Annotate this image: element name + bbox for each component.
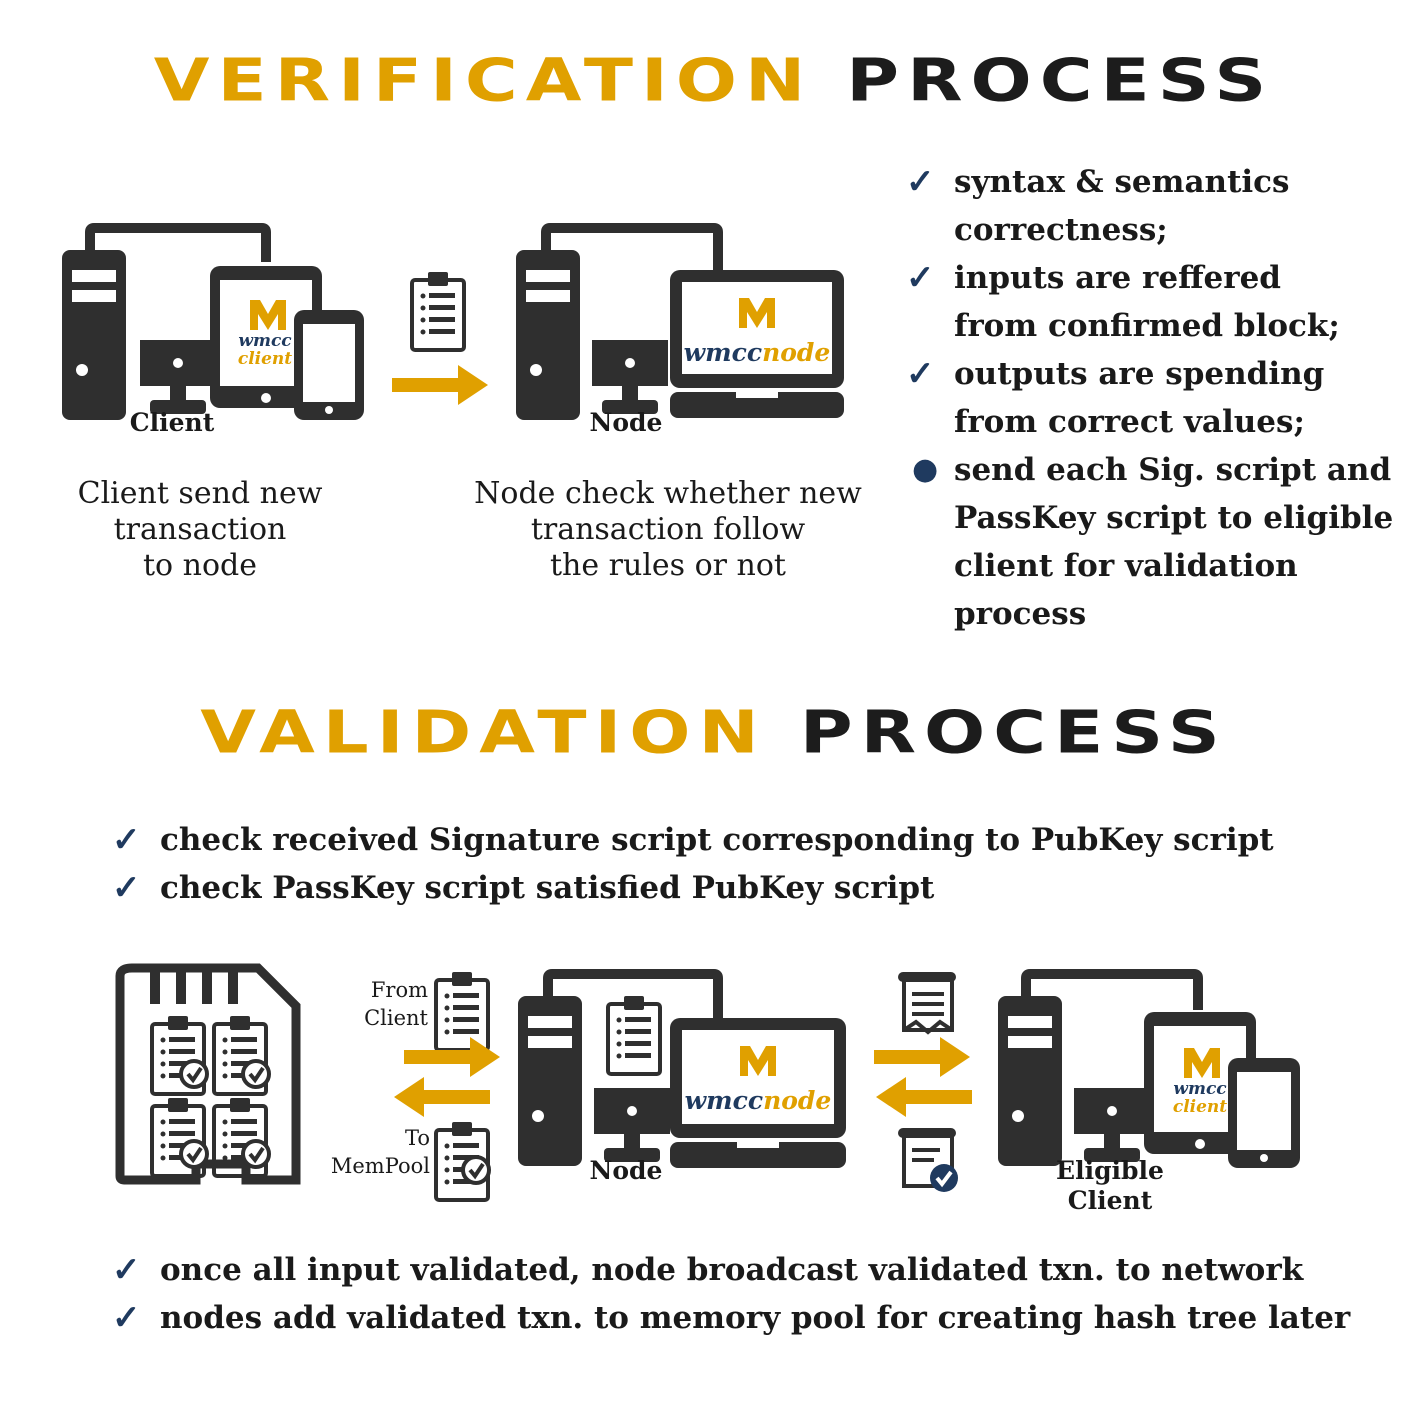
node-caption: Node check whether new transaction follo… — [458, 476, 878, 584]
brand-node-b-validation: node — [763, 1086, 832, 1115]
to-mempool-line: To — [404, 1126, 430, 1150]
node-caption-line: the rules or not — [550, 548, 786, 583]
validation-node-label: Node — [589, 1156, 663, 1185]
bullet-icon: ● — [912, 452, 939, 487]
check-icon: ✓ — [906, 354, 935, 394]
validation-check-text: once all input validated, node broadcast… — [160, 1252, 1304, 1288]
rule-line: inputs are reffered — [954, 260, 1281, 296]
arrow-icon — [874, 1037, 970, 1077]
check-icon: ✓ — [112, 1250, 141, 1290]
eligible-client-line: Client — [1067, 1186, 1153, 1215]
node-caption-line: Node check whether new — [474, 476, 862, 511]
rule-item: ✓ syntax & semantics correctness; — [906, 158, 1394, 254]
rule-line: send each Sig. script and — [954, 452, 1392, 488]
validation-check-text: nodes add validated txn. to memory pool … — [160, 1300, 1351, 1336]
rule-line: client for validation — [954, 548, 1298, 584]
rule-item: ✓ inputs are reffered from confirmed blo… — [906, 254, 1394, 350]
client-caption: Client send new transaction to node — [40, 476, 360, 584]
brand-node-b: node — [762, 338, 831, 367]
check-icon: ✓ — [906, 162, 935, 202]
client-caption-line: Client send new — [77, 476, 323, 511]
node-devices — [516, 223, 844, 420]
eligible-client-line: Eligible — [1056, 1156, 1164, 1185]
wmcc-eligible-client-logo: wmcc client — [1156, 1080, 1244, 1116]
check-icon: ✓ — [112, 868, 141, 908]
wmcc-node-logo: wmccnode — [682, 338, 832, 367]
brand-client-b: client — [237, 349, 293, 369]
to-mempool-label: To MemPool — [320, 1124, 430, 1180]
node-label: Node — [589, 408, 663, 437]
brand-eligible-a: wmcc — [1173, 1079, 1227, 1099]
client-label: Client — [129, 408, 215, 437]
validation-check-text: check received Signature script correspo… — [160, 822, 1274, 858]
rule-item: ✓ outputs are spending from correct valu… — [906, 350, 1394, 446]
clipboard-icon — [410, 270, 466, 352]
from-client-line: Client — [364, 1006, 428, 1030]
validation-check-item: ✓ check received Signature script corres… — [112, 816, 1360, 864]
from-client-label: From Client — [340, 976, 428, 1032]
arrow-icon — [404, 1037, 500, 1077]
rule-item: ● send each Sig. script and PassKey scri… — [912, 446, 1404, 638]
wmcc-node-logo-validation: wmccnode — [682, 1086, 834, 1115]
validation-title-accent: VALIDATION — [200, 697, 767, 767]
clipboard-icon — [434, 970, 490, 1052]
eligible-client-label: Eligible Client — [1040, 1156, 1180, 1216]
rule-line: from confirmed block; — [954, 308, 1340, 344]
client-devices — [62, 223, 364, 420]
from-client-line: From — [370, 978, 428, 1002]
rule-line: process — [954, 596, 1087, 632]
verification-title-rest: PROCESS — [846, 45, 1275, 115]
brand-client-a: wmcc — [238, 331, 292, 351]
validation-check-text: check PassKey script satisfied PubKey sc… — [160, 870, 935, 906]
brand-node-a: wmcc — [683, 338, 763, 367]
to-mempool-line: MemPool — [330, 1154, 430, 1178]
verification-title-accent: VERIFICATION — [153, 45, 814, 115]
validation-check-item: ✓ nodes add validated txn. to memory poo… — [112, 1294, 1380, 1342]
memory-card-icon — [115, 963, 301, 1185]
validation-node-devices — [518, 969, 846, 1168]
validation-check-item: ✓ check PassKey script satisfied PubKey … — [112, 864, 1360, 912]
validation-check-item: ✓ once all input validated, node broadca… — [112, 1246, 1380, 1294]
validation-title-rest: PROCESS — [799, 697, 1228, 767]
verification-title: VERIFICATION PROCESS — [0, 46, 1428, 115]
node-caption-line: transaction follow — [530, 512, 806, 547]
rule-line: from correct values; — [954, 404, 1305, 440]
rule-line: correctness; — [954, 212, 1168, 248]
document-scroll-icon — [898, 972, 956, 1035]
validation-title: VALIDATION PROCESS — [0, 698, 1428, 767]
client-caption-line: transaction — [113, 512, 287, 547]
brand-node-a-validation: wmcc — [684, 1086, 764, 1115]
clipboard-icon — [434, 1120, 491, 1202]
eligible-client-devices — [998, 969, 1300, 1168]
check-icon: ✓ — [112, 820, 141, 860]
check-icon: ✓ — [112, 1298, 141, 1338]
rule-line: syntax & semantics — [954, 164, 1290, 200]
arrow-icon — [394, 1077, 490, 1117]
arrow-icon — [392, 365, 488, 405]
rule-line: PassKey script to eligible — [954, 500, 1394, 536]
arrow-icon — [876, 1077, 972, 1117]
client-caption-line: to node — [143, 548, 257, 583]
brand-eligible-b: client — [1172, 1097, 1228, 1117]
rule-line: outputs are spending — [954, 356, 1325, 392]
wmcc-client-logo: wmcc client — [222, 332, 308, 368]
document-scroll-icon — [898, 1128, 958, 1192]
check-icon: ✓ — [906, 258, 935, 298]
